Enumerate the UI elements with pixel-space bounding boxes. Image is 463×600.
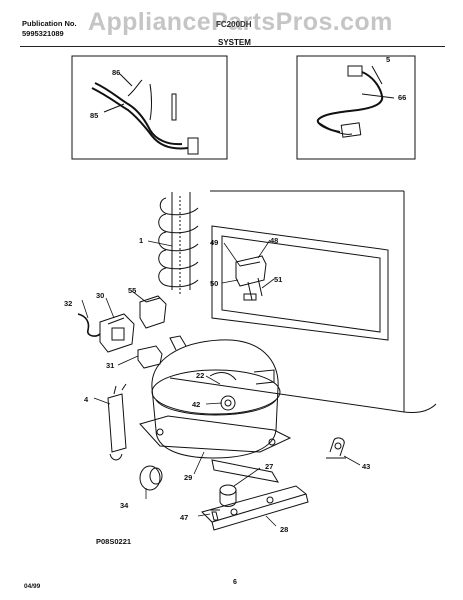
callout-31: 31 [106,361,114,370]
header-rule [20,46,445,47]
callout-49: 49 [210,238,218,247]
thermostat-part [235,255,267,301]
grommet-part [139,465,163,491]
callout-86: 86 [112,68,120,77]
inset-box-wiring-right [296,55,416,160]
callout-42: 42 [192,400,200,409]
overload-protector-part [139,295,167,329]
filter-drier-part [107,383,127,461]
callout-28: 28 [280,525,288,534]
callout-66: 66 [398,93,406,102]
footer-date: 04/99 [24,583,41,590]
compressor-part [139,335,292,483]
start-relay-part [99,313,135,353]
callout-50: 50 [210,279,218,288]
callout-32: 32 [64,299,72,308]
model-number: FC200DH [216,20,252,29]
callout-47: 47 [180,513,188,522]
clamp-part [326,437,346,459]
publication-number: 5995321089 [22,29,64,38]
callout-85: 85 [90,111,98,120]
callout-48: 48 [270,236,278,245]
callout-29: 29 [184,473,192,482]
base-plate-part [201,485,309,531]
watermark-text: AppliancePartsPros.com [88,8,393,36]
callout-55: 55 [128,286,136,295]
callout-34: 34 [120,501,129,510]
inset-box-wiring-left [71,55,228,160]
mount-grommet-part [219,484,237,507]
callout-27: 27 [265,462,273,471]
callout-1: 1 [139,236,143,245]
figure-code: P08S0221 [96,537,132,546]
screw-part [210,509,220,521]
condenser-coil-part [158,192,199,294]
callout-5: 5 [386,55,390,64]
wire-32-part [77,313,101,337]
leader-lines [81,239,361,527]
callout-labels: 1 4 5 22 27 28 29 30 31 32 34 42 43 47 4… [64,55,406,534]
callout-43: 43 [362,462,370,471]
power-cord-part [316,65,384,138]
wire-harness-part [91,79,199,155]
publication-label: Publication No. [22,19,77,28]
callout-51: 51 [274,275,282,284]
section-title: SYSTEM [218,38,251,47]
publication-info: Publication No. 5995321089 [22,19,77,39]
footer-page-number: 6 [233,579,237,586]
callout-30: 30 [96,291,104,300]
callout-4: 4 [84,395,89,404]
cabinet-outline [169,190,437,413]
callout-22: 22 [196,371,204,380]
